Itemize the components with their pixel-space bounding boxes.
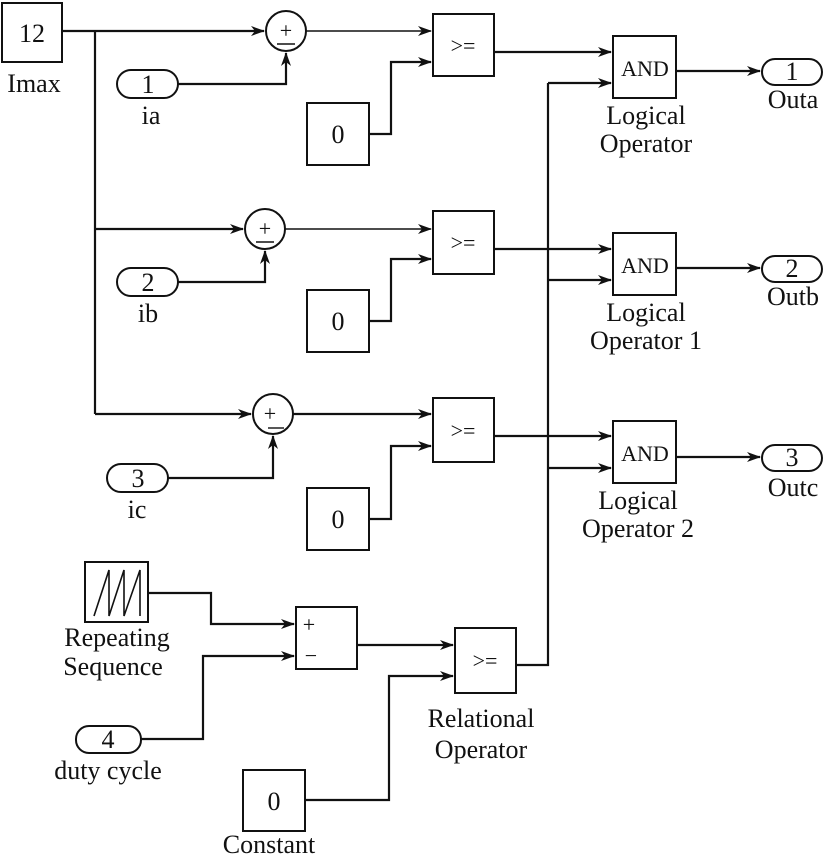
- outport-outa-number: 1: [786, 57, 799, 86]
- wire-repeating-sum: [148, 591, 295, 629]
- inport-ib-shape[interactable]: 2 ib: [116, 267, 179, 328]
- const-c-value: 0: [332, 505, 345, 534]
- repeating-sequence-label-1: Repeating: [64, 623, 169, 652]
- inport-ic[interactable]: 3 ic: [106, 463, 169, 524]
- sum-b-block[interactable]: +: [244, 208, 286, 250]
- outport-outb-number: 2: [786, 254, 799, 283]
- wires: [62, 26, 761, 802]
- constant-label: Constant: [223, 830, 316, 856]
- outport-outa-label: Outa: [768, 85, 819, 114]
- logical-operator-label-2: Operator: [600, 129, 693, 158]
- relational-a-block[interactable]: >=: [432, 13, 495, 77]
- relational-operator-label-2: Operator: [435, 735, 528, 764]
- imax-value: 12: [19, 19, 45, 48]
- const-a-value: 0: [332, 120, 345, 149]
- wire-ib-sum-b: [157, 250, 270, 284]
- inport-duty-cycle[interactable]: 4 duty cycle: [54, 725, 162, 785]
- imax-label: Imax: [7, 69, 60, 98]
- sum-b-plus-sign: +: [259, 216, 271, 241]
- sum-c-plus-sign: +: [264, 401, 276, 426]
- inport-ib-label: ib: [138, 299, 158, 328]
- relational-c-op: >=: [451, 418, 476, 443]
- inport-duty-cycle-label: duty cycle: [54, 756, 162, 785]
- logical-operator-2-op: AND: [621, 441, 669, 466]
- relational-operator-op: >=: [473, 648, 498, 673]
- inport-ia[interactable]: 1 ia: [116, 69, 179, 130]
- wire-duty-sum: [141, 651, 295, 741]
- inport-ic-label: ic: [128, 495, 147, 524]
- const-a-block[interactable]: 0: [306, 102, 370, 166]
- logical-operator-1-label-2: Operator 1: [590, 326, 702, 355]
- inport-ic-number: 3: [132, 464, 145, 493]
- logical-operator-block[interactable]: AND Logical Operator: [600, 35, 693, 158]
- outport-outb-label: Outb: [767, 282, 819, 311]
- logical-operator-1-block[interactable]: AND Logical Operator 1: [590, 232, 702, 355]
- outport-outc-label: Outc: [768, 473, 819, 502]
- outport-outc-number: 3: [786, 443, 799, 472]
- sum-a-block[interactable]: +: [265, 10, 307, 52]
- wire-constant-rel-pwm: [305, 671, 454, 802]
- sawtooth-icon: [93, 569, 141, 617]
- inport-ib-number: 2: [142, 268, 155, 297]
- relational-a-op: >=: [451, 33, 476, 58]
- imax-block[interactable]: 12 Imax: [1, 2, 63, 98]
- sum-c-block[interactable]: +: [252, 393, 294, 435]
- inport-ia-number: 1: [142, 70, 155, 99]
- relational-operator-block[interactable]: >= Relational Operator: [428, 627, 535, 764]
- const-b-block[interactable]: 0: [306, 289, 370, 353]
- logical-operator-1-op: AND: [621, 253, 669, 278]
- logical-operator-label-1: Logical: [606, 101, 685, 130]
- constant-value: 0: [268, 787, 281, 816]
- logical-operator-op: AND: [621, 56, 669, 81]
- wire-const-b-rel-b: [369, 254, 432, 323]
- wire-ic-sum-c: [168, 435, 278, 480]
- logical-operator-2-block[interactable]: AND Logical Operator 2: [582, 420, 694, 543]
- constant-block[interactable]: 0 Constant: [223, 769, 316, 856]
- const-c-block[interactable]: 0: [306, 487, 370, 551]
- relational-operator-label-1: Relational: [428, 704, 535, 733]
- const-b-value: 0: [332, 307, 345, 336]
- wire-ia-sum-a: [178, 52, 291, 86]
- repeating-sequence-block[interactable]: Repeating Sequence: [63, 561, 170, 681]
- outport-outc[interactable]: 3 Outc: [761, 443, 823, 502]
- outport-outa[interactable]: 1 Outa: [761, 57, 823, 114]
- wire-const-a-rel-a: [369, 57, 432, 136]
- logical-operator-2-label-2: Operator 2: [582, 514, 694, 543]
- sum-a-plus-sign: +: [280, 18, 292, 43]
- sum-pwm-block[interactable]: + −: [295, 606, 358, 670]
- logical-operator-2-label-1: Logical: [598, 486, 677, 515]
- repeating-sequence-label-2: Sequence: [63, 652, 163, 681]
- outport-outb[interactable]: 2 Outb: [761, 254, 823, 311]
- sum-pwm-minus-sign: −: [305, 643, 317, 668]
- relational-b-block[interactable]: >=: [432, 210, 495, 275]
- inport-duty-cycle-number: 4: [102, 725, 115, 754]
- sum-pwm-plus-sign: +: [303, 612, 315, 637]
- relational-b-op: >=: [451, 230, 476, 255]
- wire-const-c-rel-c: [369, 441, 432, 521]
- relational-c-block[interactable]: >=: [432, 397, 495, 463]
- inport-ia-label: ia: [142, 101, 161, 130]
- logical-operator-1-label-1: Logical: [606, 298, 685, 327]
- wire-pwm-bus: [516, 83, 550, 667]
